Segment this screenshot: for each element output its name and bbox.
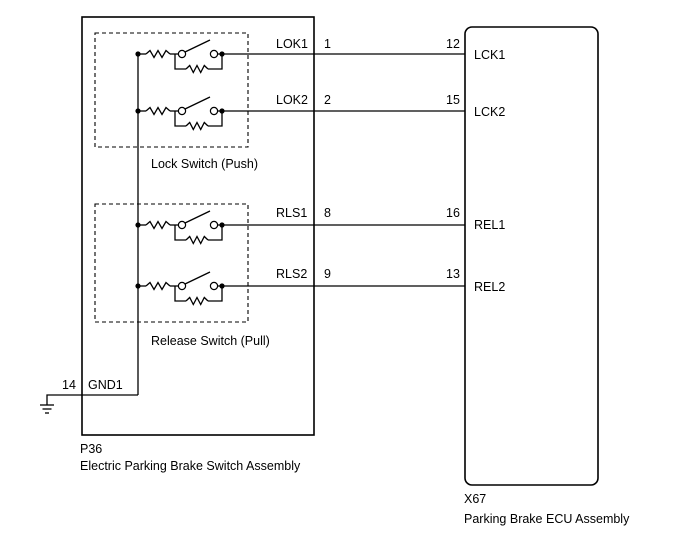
ground-pin-number: 14: [62, 378, 76, 392]
release-switch-group: [94, 203, 249, 323]
switch-contact-left: [177, 281, 187, 291]
release-group-label: Release Switch (Pull): [151, 334, 270, 348]
circuit-4-ecu-pin-name: REL2: [474, 280, 505, 294]
switch-contact-right: [209, 220, 219, 230]
ecu-box: [464, 26, 599, 486]
parallel-resistor-icon: [185, 296, 209, 306]
circuit-2-switch-pin-name: LOK2: [276, 93, 308, 107]
series-resistor-icon: [145, 220, 171, 230]
circuit-2-ecu-pin-name: LCK2: [474, 105, 505, 119]
circuit-3-switch-pin: 8: [324, 206, 331, 220]
switch-assembly-box: [81, 16, 315, 436]
circuit-2-switch-pin: 2: [324, 93, 331, 107]
circuit-2-ecu-pin: 15: [446, 93, 460, 107]
switch-blade: [184, 210, 211, 224]
lock-group-label: Lock Switch (Push): [151, 157, 258, 171]
parallel-resistor-icon: [185, 64, 209, 74]
ecu-connector: X67: [464, 492, 486, 506]
ecu-name: Parking Brake ECU Assembly: [464, 512, 630, 526]
circuit-4-switch-pin: 9: [324, 267, 331, 281]
switch-blade: [184, 271, 211, 285]
circuit-1-switch-pin: 1: [324, 37, 331, 51]
switch-contact-right: [209, 49, 219, 59]
series-resistor-icon: [145, 49, 171, 59]
switch-assembly-connector: P36: [80, 442, 102, 456]
circuit-1-switch-pin-name: LOK1: [276, 37, 308, 51]
switch-blade: [184, 39, 211, 53]
circuit-1-ecu-pin-name: LCK1: [474, 48, 505, 62]
series-resistor-icon: [145, 281, 171, 291]
circuit-3-ecu-pin: 16: [446, 206, 460, 220]
circuit-3-switch-pin-name: RLS1: [276, 206, 307, 220]
switch-assembly-name: Electric Parking Brake Switch Assembly: [80, 459, 301, 473]
switch-contact-right: [209, 281, 219, 291]
series-resistor-icon: [145, 106, 171, 116]
switch-contact-left: [177, 49, 187, 59]
circuit-3-ecu-pin-name: REL1: [474, 218, 505, 232]
switch-contact-left: [177, 106, 187, 116]
switch-contact-left: [177, 220, 187, 230]
lock-switch-group: [94, 32, 249, 148]
switch-1: [135, 39, 465, 74]
switch-2: [135, 96, 465, 131]
ground-wire: [46, 394, 138, 405]
switch-blade: [184, 96, 211, 110]
circuit-1-ecu-pin: 12: [446, 37, 460, 51]
switch-3: [135, 210, 465, 245]
circuit-4-ecu-pin: 13: [446, 267, 460, 281]
ground-icon: [40, 404, 54, 414]
ground-pin-name: GND1: [88, 378, 123, 392]
parallel-resistor-icon: [185, 235, 209, 245]
parallel-resistor-icon: [185, 121, 209, 131]
switch-4: [135, 271, 465, 306]
switch-contact-right: [209, 106, 219, 116]
circuit-4-switch-pin-name: RLS2: [276, 267, 307, 281]
